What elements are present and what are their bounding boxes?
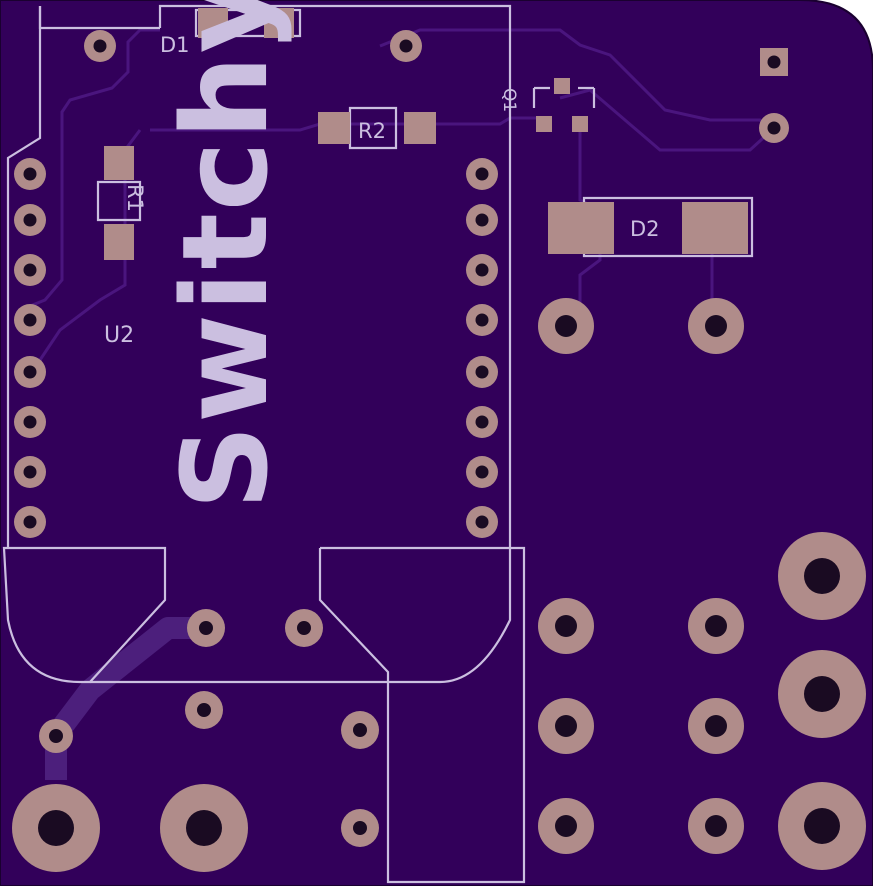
label-r2: R2	[358, 119, 386, 143]
r1-outline	[96, 180, 142, 222]
r1-pad-2	[104, 224, 134, 260]
d1-pad-1	[198, 8, 228, 38]
smd-pads	[104, 8, 748, 260]
r2-pad-1	[318, 112, 350, 144]
d1-area-holes	[84, 30, 422, 62]
label-r1: R1	[123, 184, 147, 212]
d2-pad-2	[682, 202, 748, 254]
r1-pad-1	[104, 146, 134, 180]
q1-pad-3	[572, 116, 588, 132]
right-holes	[538, 48, 789, 354]
silkscreen-outlines	[2, 4, 754, 884]
bottom-holes	[12, 609, 379, 872]
q1-pad-1	[554, 78, 570, 94]
r2-pad-2	[404, 112, 436, 144]
title-text: Switchy	[156, 0, 294, 510]
d1-pad-2	[264, 8, 294, 38]
label-d1: D1	[160, 33, 190, 57]
u2-right-header	[466, 158, 498, 538]
label-d2: D2	[630, 217, 660, 241]
silkscreen-text: Switchy D1 R2 R1 U2 Q1 D2	[104, 0, 660, 510]
q1-outline	[532, 86, 596, 108]
label-u2: U2	[104, 323, 134, 348]
d2-pad-1	[548, 202, 614, 254]
u2-outline	[158, 4, 512, 548]
q1-pad-2	[536, 116, 552, 132]
switch-holes	[538, 532, 866, 870]
label-q1: Q1	[499, 88, 519, 112]
u2-left-header	[14, 158, 46, 538]
